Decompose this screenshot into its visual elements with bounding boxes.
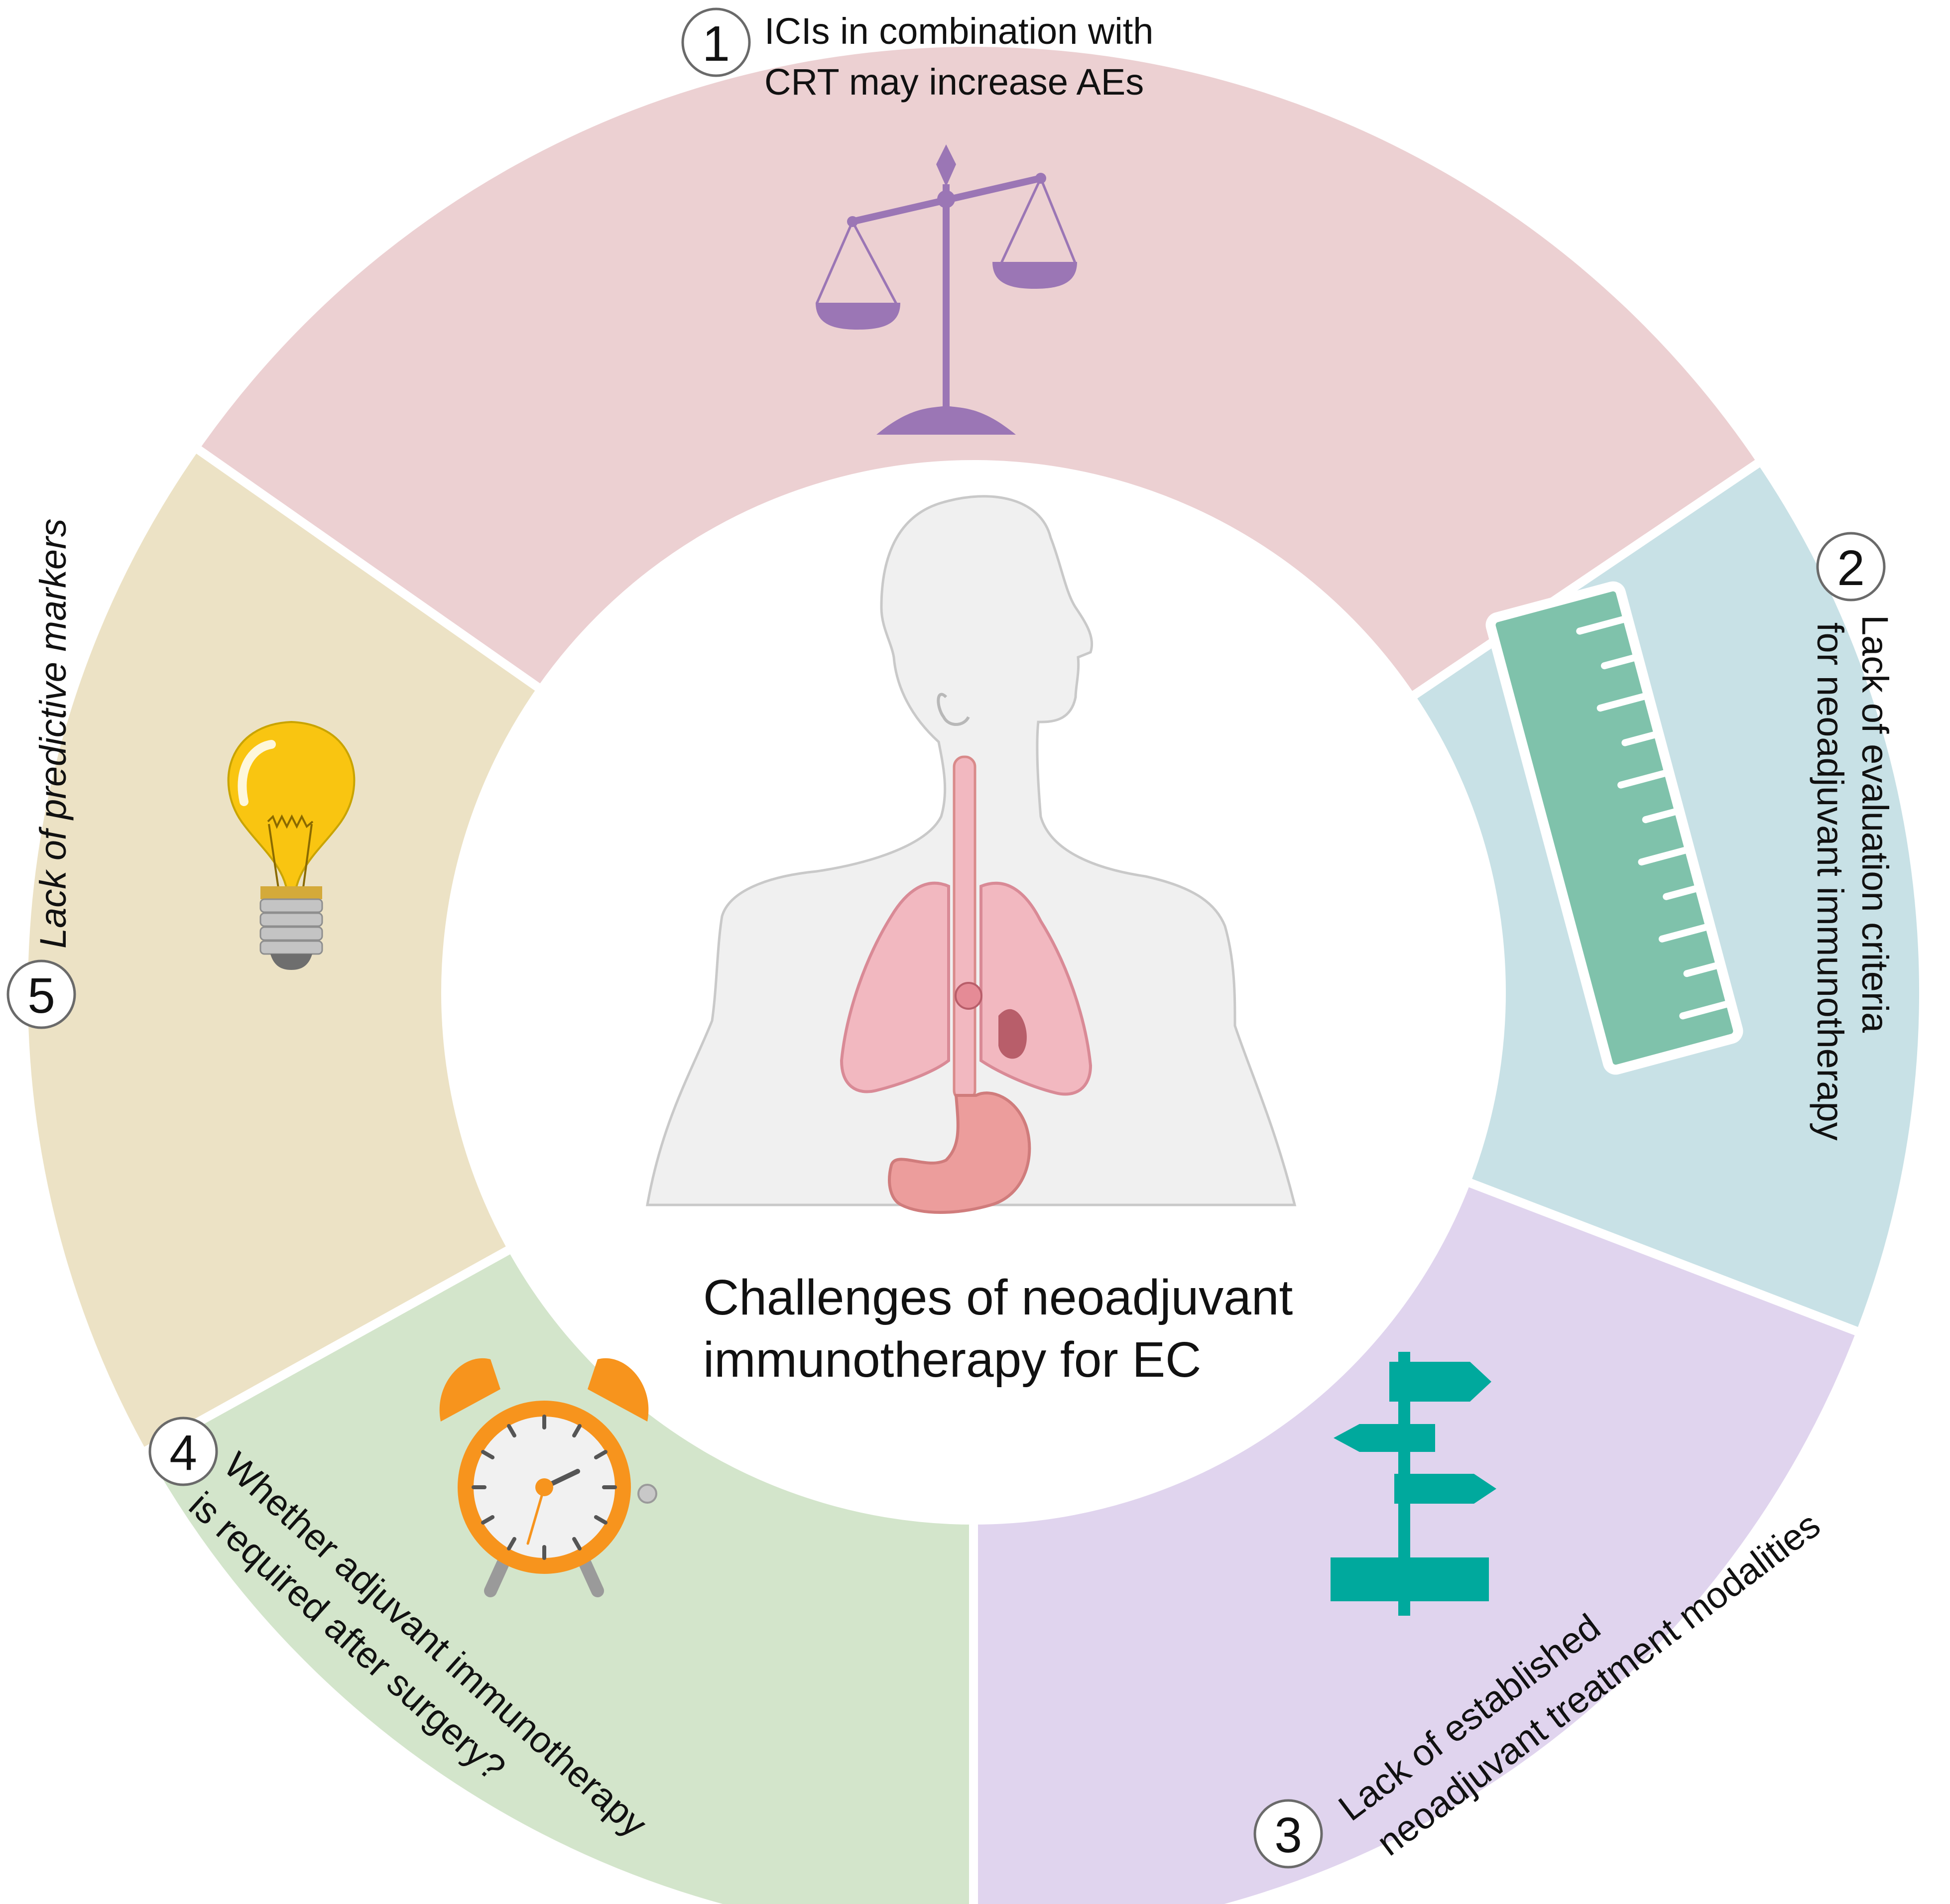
ruler-icon xyxy=(1485,581,1743,1075)
bulb-tip xyxy=(270,954,312,970)
clock-center xyxy=(535,1478,553,1496)
ruler-body xyxy=(1485,581,1743,1075)
scale-pole xyxy=(943,184,950,418)
challenge-3-number-badge xyxy=(1253,1799,1323,1869)
challenge-2-number-badge xyxy=(1816,532,1886,601)
ruler-tick xyxy=(1679,1001,1730,1020)
center-title-line-1: Challenges of neoadjuvant xyxy=(703,1270,1293,1325)
bulb-glare xyxy=(238,740,276,806)
signpost-arrow-middle-left xyxy=(1334,1424,1435,1452)
ruler-tick xyxy=(1617,770,1668,789)
ruler-ticks xyxy=(1576,616,1730,1020)
challenge-1-text-line-2: CRT may increase AEs xyxy=(764,61,1144,103)
challenge-5-label: 5 Lack of predictive markers xyxy=(6,518,76,1029)
ruler-tick xyxy=(1638,846,1689,866)
clock-tick xyxy=(481,1450,495,1459)
challenge-2-text-line-2: for neoadjuvant immunotherapy xyxy=(1810,622,1851,1141)
balance-scale-icon xyxy=(815,144,1077,435)
scale-finial xyxy=(936,144,956,187)
left-lung xyxy=(840,881,950,1093)
signpost-icon xyxy=(1331,1352,1496,1616)
clock-tick xyxy=(572,1424,582,1438)
clock-bell-right xyxy=(588,1358,649,1422)
ruler-tick xyxy=(1683,962,1719,977)
bulb-collar xyxy=(260,886,322,899)
clock-knob xyxy=(637,1484,657,1504)
scale-pan-right xyxy=(992,262,1077,289)
stomach xyxy=(888,1091,1031,1214)
signpost-base xyxy=(1331,1557,1489,1601)
challenge-2-text-line-1: Lack of evaluation criteria xyxy=(1854,615,1896,1033)
ruler-tick xyxy=(1600,654,1637,670)
challenge-5-number: 5 xyxy=(27,968,55,1024)
signpost-arrow-bottom-right xyxy=(1394,1474,1496,1504)
light-bulb-icon xyxy=(227,720,356,970)
challenge-5-number-badge xyxy=(6,959,76,1029)
alarm-clock-icon xyxy=(439,1358,657,1597)
clock-tick xyxy=(507,1537,516,1550)
bulb-filament xyxy=(267,814,314,892)
challenge-1-label: 1 ICIs in combination with CRT may incre… xyxy=(681,7,1153,103)
ruler-tick xyxy=(1621,731,1658,746)
clock-bell-left xyxy=(439,1358,500,1422)
challenge-3-number: 3 xyxy=(1274,1807,1302,1863)
tumor-mass xyxy=(955,982,982,1010)
scale-base xyxy=(876,406,1016,435)
scale-strings xyxy=(815,177,1077,305)
ear xyxy=(937,693,970,726)
clock-tick xyxy=(572,1537,582,1550)
ruler-tick xyxy=(1642,808,1678,824)
bulb-glass xyxy=(227,720,356,899)
clock-foot-right xyxy=(579,1557,604,1597)
ruler-tick xyxy=(1663,885,1699,900)
clock-tick xyxy=(481,1515,495,1525)
clock-foot-left xyxy=(484,1557,509,1597)
clock-tick xyxy=(507,1424,516,1438)
ruler-tick xyxy=(1576,616,1627,635)
esophagus xyxy=(953,755,976,1102)
signpost-arrow-top-right xyxy=(1389,1362,1491,1402)
clock-ticks xyxy=(472,1415,617,1560)
challenge-1-number: 1 xyxy=(702,16,730,72)
scale-pivot xyxy=(937,190,955,208)
challenge-2-label: 2 Lack of evaluation criteria for neoadj… xyxy=(1810,532,1896,1141)
bulb-base xyxy=(259,898,323,955)
challenge-1-number-badge xyxy=(681,7,751,77)
clock-hand-second xyxy=(526,1486,546,1545)
scale-pan-left xyxy=(816,303,900,330)
clock-tick xyxy=(594,1515,608,1525)
ruler-tick xyxy=(1596,693,1647,712)
clock-tick xyxy=(594,1450,608,1459)
heart-shadow xyxy=(998,1009,1027,1059)
challenge-1-text-line-1: ICIs in combination with xyxy=(764,10,1153,52)
challenge-5-text-line-1: Lack of predictive markers xyxy=(32,518,74,949)
challenge-4-number: 4 xyxy=(169,1425,197,1481)
challenge-4-number-badge xyxy=(148,1417,218,1486)
challenge-2-number: 2 xyxy=(1837,540,1865,596)
human-torso-illustration xyxy=(646,495,1297,1214)
ruler-tick xyxy=(1658,924,1709,943)
center-title-line-2: immunotherapy for EC xyxy=(703,1332,1201,1388)
